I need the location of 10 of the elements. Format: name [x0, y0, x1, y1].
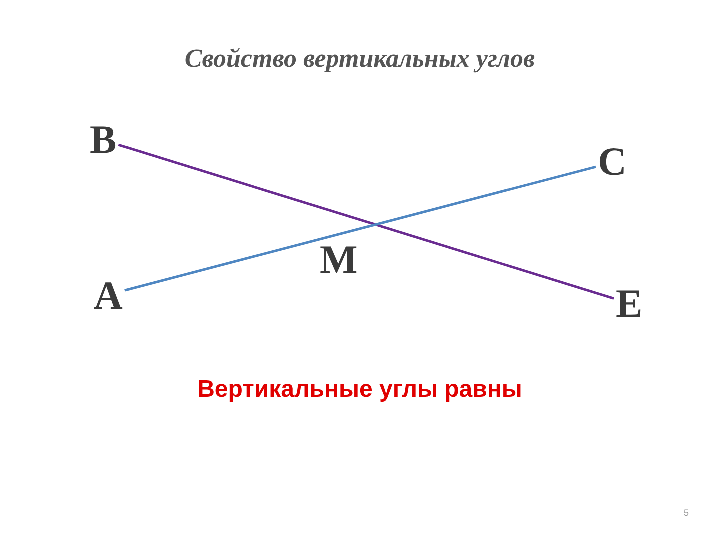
point-label: B: [88, 120, 119, 160]
line-segment: [124, 166, 596, 292]
point-label: C: [596, 142, 629, 182]
page-number: 5: [684, 508, 690, 518]
line-segment: [118, 144, 614, 300]
point-label: A: [92, 276, 125, 316]
statement-text: Вертикальные углы равны: [196, 376, 524, 404]
title: Свойство вертикальных углов: [184, 43, 536, 75]
point-label: E: [614, 284, 645, 324]
point-label: M: [319, 240, 359, 280]
